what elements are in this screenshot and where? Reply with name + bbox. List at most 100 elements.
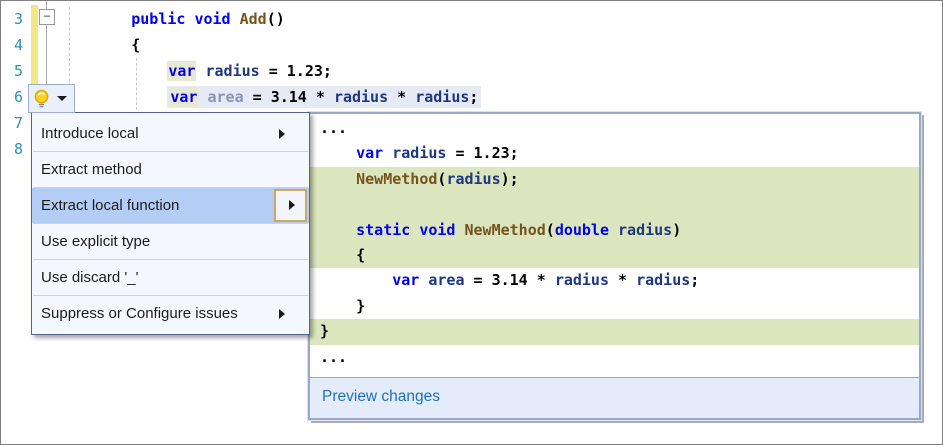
- line-number[interactable]: 8: [13, 140, 23, 158]
- code-token: [455, 221, 464, 239]
- preview-code-area: ... var radius = 1.23; NewMethod(radius)…: [310, 116, 919, 370]
- line-number[interactable]: 3: [13, 10, 23, 28]
- code-line-text: var radius = 1.23;: [59, 58, 332, 84]
- preview-changes-link[interactable]: Preview changes: [322, 388, 441, 405]
- editor-line[interactable]: 4 {: [1, 32, 942, 58]
- editor-line[interactable]: 8: [1, 136, 942, 162]
- code-token: radius: [618, 220, 673, 239]
- code-token: radius: [392, 144, 447, 163]
- collapse-region-icon[interactable]: −: [39, 9, 55, 25]
- preview-line: }: [310, 294, 919, 319]
- menu-item-extract-local-function[interactable]: Extract local function: [32, 188, 309, 223]
- code-token: [320, 221, 356, 239]
- code-token: ;: [690, 271, 700, 290]
- code-token: ...: [320, 119, 348, 137]
- code-token: radius: [415, 88, 470, 106]
- code-token: [320, 144, 356, 162]
- code-token: (): [266, 10, 285, 28]
- menu-item-extract-method[interactable]: Extract method: [32, 152, 309, 187]
- menu-item-use-explicit-type[interactable]: Use explicit type: [32, 224, 309, 259]
- code-token: area: [428, 271, 465, 290]
- line-number[interactable]: 5: [13, 62, 23, 80]
- editor-line[interactable]: 6 var area = 3.14 * radius * radius;: [1, 84, 942, 110]
- menu-separator: [33, 295, 308, 296]
- code-token: = 1.23;: [259, 62, 332, 80]
- code-token: var: [167, 61, 197, 81]
- menu-item-label: Use explicit type: [41, 233, 151, 250]
- change-tracking-bar: [31, 5, 38, 85]
- submenu-expand-button[interactable]: [274, 189, 307, 222]
- preview-added-line: [310, 192, 919, 218]
- preview-added-line: static void NewMethod(double radius): [310, 217, 919, 243]
- menu-item-suppress-or-configure-issues[interactable]: Suppress or Configure issues: [32, 296, 309, 331]
- preview-added-line: {: [310, 242, 919, 269]
- code-token: = 3.14 *: [464, 271, 555, 290]
- code-token: var: [169, 87, 199, 107]
- code-token: [383, 144, 392, 162]
- code-token: [59, 10, 131, 28]
- code-indent: [59, 88, 167, 106]
- code-token: *: [388, 88, 416, 106]
- preview-line-text: static void NewMethod(double radius): [310, 218, 919, 243]
- chevron-right-icon: [279, 129, 285, 139]
- code-token: (: [545, 220, 555, 239]
- code-token: (: [437, 169, 447, 188]
- code-token: ...: [320, 347, 348, 366]
- code-token: static void: [356, 220, 456, 239]
- code-token: radius: [333, 88, 389, 106]
- code-token: [320, 170, 356, 188]
- line-number[interactable]: 4: [13, 36, 23, 54]
- code-token: var: [356, 144, 384, 163]
- preview-line-text: NewMethod(radius);: [310, 167, 919, 192]
- menu-item-introduce-local[interactable]: Introduce local: [32, 116, 309, 151]
- code-token: }: [320, 322, 330, 341]
- code-token: [196, 62, 205, 80]
- menu-item-label: Extract local function: [41, 197, 180, 214]
- code-token: double: [554, 220, 609, 239]
- code-token: radius: [205, 62, 260, 80]
- menu-separator: [33, 259, 308, 260]
- code-token: radius: [446, 169, 501, 188]
- code-token: }: [320, 296, 366, 315]
- code-token: area: [207, 88, 244, 106]
- chevron-right-icon: [279, 309, 285, 319]
- line-number[interactable]: 6: [13, 88, 23, 106]
- editor-line[interactable]: 3 public void Add(): [1, 6, 942, 32]
- indent-guide: [136, 58, 137, 110]
- menu-separator: [33, 151, 308, 152]
- menu-item-label: Introduce local: [41, 125, 139, 142]
- editor-line[interactable]: 7: [1, 110, 942, 136]
- code-token: = 3.14 *: [243, 88, 334, 106]
- quick-actions-button[interactable]: [28, 84, 75, 113]
- code-token: );: [500, 169, 519, 188]
- chevron-down-icon: [57, 96, 67, 101]
- preview-line-text: }: [310, 319, 919, 344]
- code-token: ;: [469, 88, 479, 106]
- code-token: *: [609, 271, 637, 290]
- code-token: NewMethod: [464, 220, 546, 239]
- menu-item-use-discard[interactable]: Use discard '_': [32, 260, 309, 295]
- preview-line: ...: [310, 116, 919, 141]
- selected-statement-highlight: var area = 3.14 * radius * radius;: [167, 86, 482, 108]
- menu-item-label: Suppress or Configure issues: [41, 305, 238, 322]
- menu-separator: [33, 223, 308, 224]
- line-number[interactable]: 7: [13, 114, 23, 132]
- editor-line[interactable]: 5 var radius = 1.23;: [1, 58, 942, 84]
- preview-line: ...: [310, 345, 919, 370]
- code-token: [609, 221, 618, 239]
- preview-changes-footer: Preview changes: [310, 377, 919, 418]
- outline-margin-line: [46, 1, 47, 113]
- preview-added-line: }: [310, 319, 919, 345]
- code-token: {: [320, 245, 366, 264]
- code-token: {: [59, 36, 141, 54]
- preview-line: var radius = 1.23;: [310, 141, 919, 166]
- code-token: [320, 271, 392, 289]
- code-token: radius: [554, 271, 609, 290]
- preview-line-text: var area = 3.14 * radius * radius;: [310, 268, 919, 293]
- code-token: NewMethod: [356, 169, 438, 188]
- code-token: radius: [636, 271, 691, 290]
- preview-line-text: var radius = 1.23;: [310, 141, 919, 166]
- preview-line-text: {: [310, 243, 919, 268]
